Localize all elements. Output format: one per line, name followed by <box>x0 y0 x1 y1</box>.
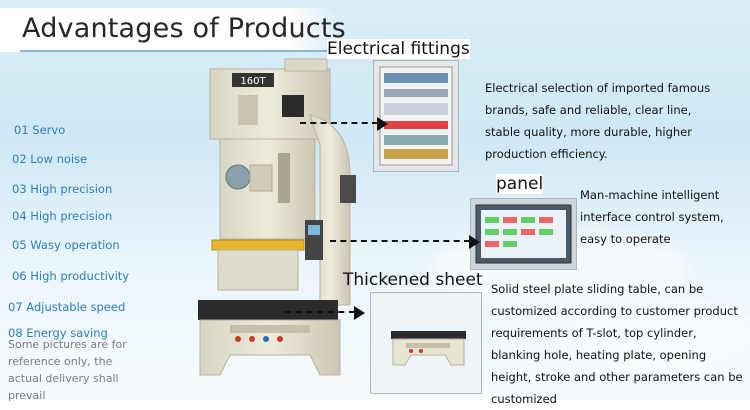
advantage-item: 04 High precision <box>12 209 113 223</box>
arrow-head-icon <box>469 235 480 249</box>
advantage-item: 06 High productivity <box>12 269 130 283</box>
panel-heading: panel <box>496 174 544 194</box>
press-machine-image: 160T <box>198 58 356 376</box>
advantage-item: 08 Energy saving <box>8 326 108 340</box>
sheet-heading: Thickened sheet <box>343 270 483 290</box>
electrical-description: Electrical selection of imported famous … <box>485 81 711 161</box>
arrow-head-icon <box>354 306 365 320</box>
electrical-cabinet-image <box>373 60 459 172</box>
title-banner: Advantages of Products <box>0 8 346 52</box>
page-title: Advantages of Products <box>22 13 346 44</box>
disclaimer-note: Some pictures are for reference only, th… <box>8 338 127 402</box>
control-panel-image <box>470 198 577 270</box>
sheet-arrow <box>285 311 355 313</box>
panel-arrow <box>330 240 470 242</box>
advantage-item: 02 Low noise <box>12 152 88 166</box>
panel-description: Man-machine intelligent interface contro… <box>580 188 724 246</box>
arrow-head-icon <box>377 117 388 131</box>
advantage-item: 01 Servo <box>14 123 66 137</box>
advantage-item: 05 Wasy operation <box>12 238 120 252</box>
sheet-description: Solid steel plate sliding table, can be … <box>491 282 743 406</box>
sliding-table-image <box>370 292 482 394</box>
electrical-arrow <box>300 122 378 124</box>
electrical-heading: Electrical fittings <box>327 39 470 59</box>
advantage-item: 07 Adjustable speed <box>8 300 126 314</box>
title-underline <box>20 50 340 52</box>
advantage-item: 03 High precision <box>12 182 113 196</box>
cloud-shape <box>560 300 750 370</box>
tonnage-label: 160T <box>240 76 266 87</box>
